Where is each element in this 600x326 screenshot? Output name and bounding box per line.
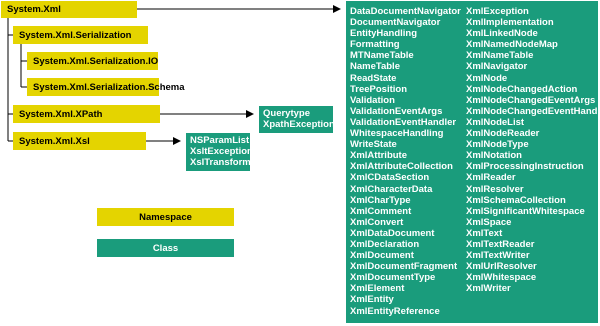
class-item: XmlNodeList	[466, 116, 525, 128]
class-item: WhitespaceHandling	[350, 128, 444, 140]
class-item: XmlDocumentFragment	[350, 261, 458, 273]
class-item: XmlProcessingInstruction	[466, 161, 584, 173]
class-item: XmlAttribute	[350, 150, 407, 162]
class-item: XmlNodeChangedAction	[466, 83, 578, 95]
class-item: XmlNamedNodeMap	[466, 39, 558, 51]
class-item: XmlComment	[350, 205, 412, 217]
class-item: XmlUrlResolver	[466, 261, 537, 273]
class-item: XmlNodeChangedEventArgs	[466, 94, 596, 106]
class-item: XmlNameTable	[466, 50, 534, 62]
class-item: XmlDeclaration	[350, 238, 420, 250]
class-item: XmlImplementation	[466, 17, 554, 29]
class-item: XslTransform	[190, 157, 251, 168]
class-item: Formatting	[350, 39, 400, 51]
class-item: XmlLinkedNode	[466, 28, 538, 40]
namespace-system-xml-serialization-schema: System.Xml.Serialization.Schema	[27, 78, 185, 96]
class-item: XmlCDataSection	[350, 172, 430, 184]
class-item: XmlSignificantWhitespace	[466, 205, 585, 217]
class-item: NSParamList	[190, 135, 250, 146]
class-item: XmlEntity	[350, 294, 394, 306]
class-item: EntityHandling	[350, 28, 418, 40]
class-item: ValidationEventHandler	[350, 116, 457, 128]
class-item: XmlCharacterData	[350, 183, 433, 195]
class-item: XsltException	[190, 146, 253, 157]
class-item: ReadState	[350, 72, 397, 84]
class-item: XmlNotation	[466, 150, 522, 162]
legend-namespace: Namespace	[97, 208, 234, 226]
class-item: XmlResolver	[466, 183, 524, 195]
namespace-system-xml-xsl: System.Xml.Xsl	[13, 132, 146, 150]
class-item: XmlNavigator	[466, 61, 528, 73]
class-item: XmlWriter	[466, 283, 511, 295]
class-item: XmlException	[466, 6, 529, 17]
class-item: DataDocumentNavigator	[350, 6, 461, 17]
class-item: XmlNodeChangedEventHandler	[466, 105, 600, 117]
class-item: XmlDocumentType	[350, 272, 436, 284]
class-item: XmlConvert	[350, 216, 404, 228]
legend-class: Class	[97, 239, 234, 257]
class-item: XpathException	[263, 119, 335, 130]
class-item: XmlSchemaCollection	[466, 194, 566, 206]
class-item: XmlEntityReference	[350, 305, 440, 317]
namespace-system-xml: System.Xml	[1, 1, 137, 18]
class-item: XmlTextWriter	[466, 250, 530, 262]
class-item: XmlAttributeCollection	[350, 161, 453, 173]
class-item: TreePosition	[350, 83, 408, 95]
class-item: NameTable	[350, 61, 400, 73]
class-item: XmlText	[466, 227, 503, 239]
class-item: MTNameTable	[350, 50, 414, 62]
namespace-system-xml-serialization-io: System.Xml.Serialization.IO	[27, 52, 158, 70]
class-item: XmlCharType	[350, 194, 411, 206]
class-item: ValidationEventArgs	[350, 105, 443, 117]
class-item: Validation	[350, 94, 395, 106]
class-item: XmlNode	[466, 72, 508, 84]
class-item: XmlDocument	[350, 250, 414, 262]
class-item: XmlWhitespace	[466, 272, 537, 284]
class-item: XmlNodeType	[466, 139, 529, 151]
class-item: XmlDataDocument	[350, 227, 435, 239]
xpath-class-panel: Querytype XpathException	[259, 106, 335, 133]
class-item: WriteState	[350, 139, 397, 151]
class-item: XmlSpace	[466, 216, 512, 228]
class-item: XmlNodeReader	[466, 128, 540, 140]
namespace-system-xml-xpath: System.Xml.XPath	[13, 105, 160, 123]
class-item: XmlReader	[466, 172, 516, 184]
class-item: DocumentNavigator	[350, 17, 441, 29]
class-item: XmlTextReader	[466, 238, 535, 250]
class-item: Querytype	[263, 108, 310, 119]
xsl-class-panel: NSParamList XsltException XslTransform	[186, 133, 253, 171]
class-item: XmlElement	[350, 283, 405, 295]
namespace-system-xml-serialization: System.Xml.Serialization	[13, 26, 148, 44]
